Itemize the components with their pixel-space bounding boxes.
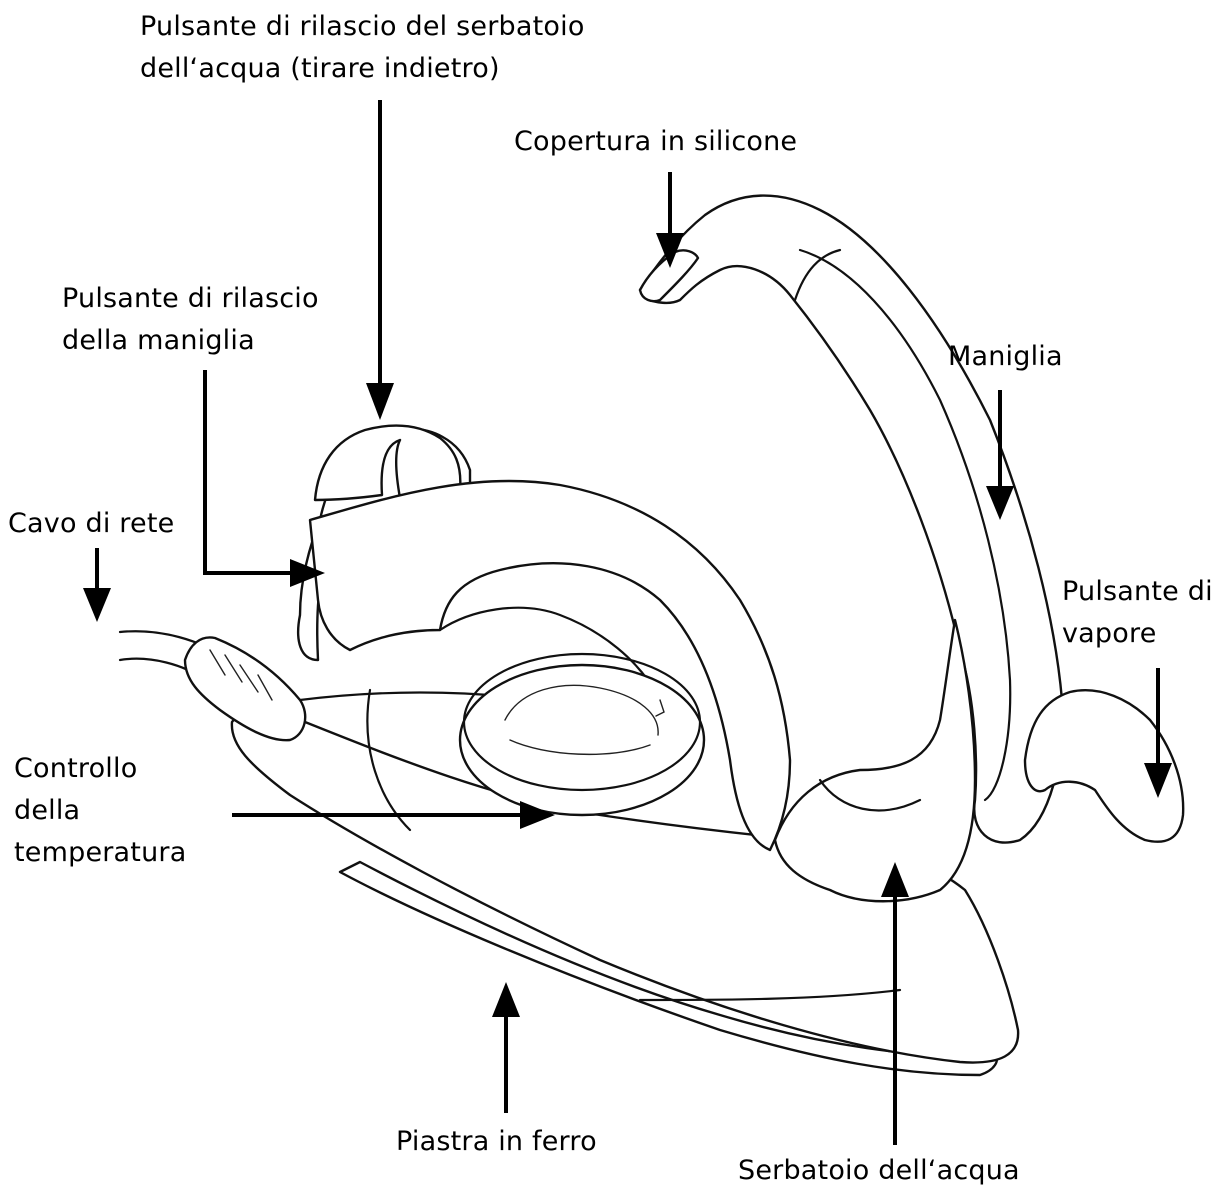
soleplate	[338, 860, 999, 1077]
label-line: Controllo	[14, 753, 138, 784]
label-tank-release: Pulsante di rilascio del serbatoio dell‘…	[140, 6, 585, 90]
label-power-cord: Cavo di rete	[8, 503, 174, 545]
label-handle-release: Pulsante di rilascio della maniglia	[62, 278, 319, 362]
label-line: della maniglia	[62, 325, 255, 356]
label-line: Copertura in silicone	[514, 126, 798, 157]
label-line: Pulsante di rilascio del serbatoio	[140, 11, 585, 42]
steam-button-shape	[1023, 689, 1185, 843]
label-line: temperatura	[14, 837, 187, 868]
label-handle: Maniglia	[948, 336, 1063, 378]
water-tank-shape	[773, 618, 977, 903]
label-line: Cavo di rete	[8, 508, 175, 539]
silicone-cover-shape	[638, 249, 700, 303]
label-line: Pulsante di rilascio	[62, 283, 319, 314]
label-line: Serbatoio dell‘acqua	[738, 1155, 1020, 1186]
label-temperature-control: Controllo della temperatura	[14, 748, 186, 874]
label-line: Piastra in ferro	[396, 1126, 597, 1157]
label-line: Maniglia	[948, 341, 1063, 372]
label-silicone-cover: Copertura in silicone	[514, 121, 797, 163]
label-line: Pulsante di	[1062, 576, 1213, 607]
cord-strain-relief	[183, 636, 307, 742]
label-line: dell‘acqua (tirare indietro)	[140, 53, 500, 84]
temperature-dial	[458, 663, 706, 817]
label-line: della	[14, 795, 81, 826]
iron-illustration	[118, 194, 1185, 1077]
label-line: vapore	[1062, 618, 1157, 649]
label-water-tank: Serbatoio dell‘acqua	[738, 1150, 1020, 1192]
callout-arrows	[83, 100, 1172, 1145]
label-steam-button: Pulsante di vapore	[1062, 571, 1213, 655]
label-soleplate: Piastra in ferro	[396, 1121, 597, 1163]
handle-arch	[308, 479, 792, 852]
